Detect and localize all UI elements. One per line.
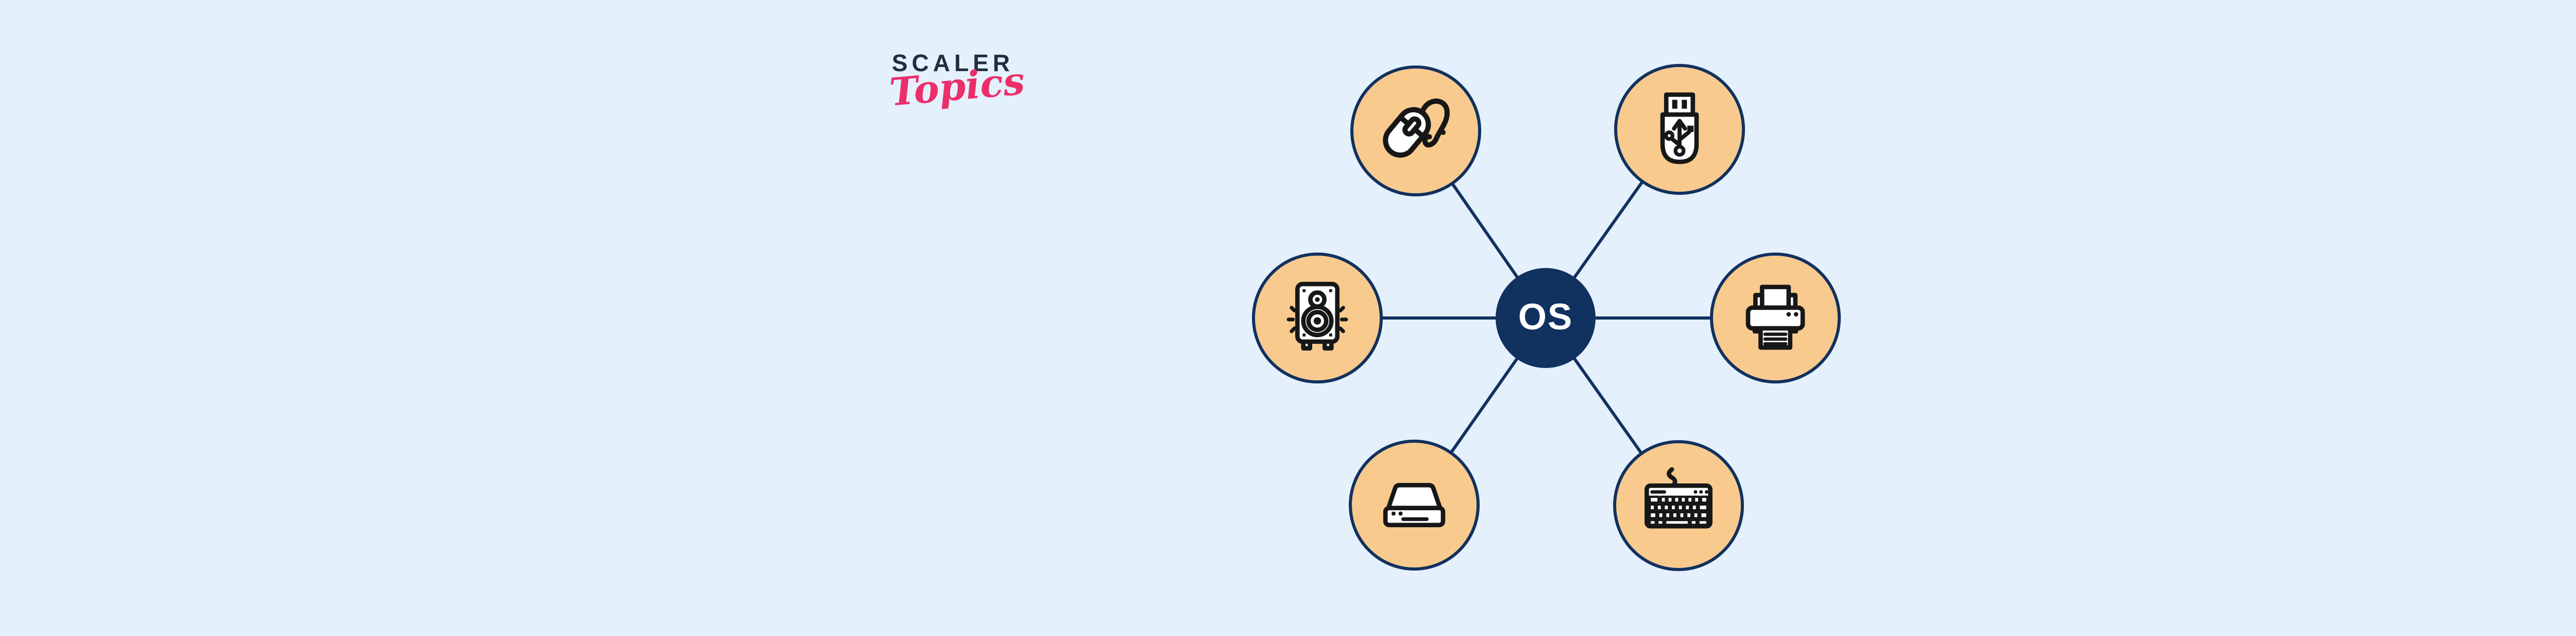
speaker-icon bbox=[1286, 281, 1348, 351]
usb-drive-icon bbox=[1660, 92, 1699, 164]
scaler-topics-logo: SCALER Topics bbox=[888, 49, 1026, 115]
os-label: OS bbox=[1518, 296, 1573, 338]
logo-primary-text: SCALER bbox=[892, 49, 1014, 76]
node-usb-drive bbox=[1614, 64, 1745, 195]
mouse-icon bbox=[1383, 98, 1450, 158]
node-keyboard bbox=[1613, 440, 1744, 571]
keyboard-icon bbox=[1645, 467, 1713, 529]
node-mouse bbox=[1350, 65, 1481, 196]
printer-icon bbox=[1745, 284, 1805, 350]
os-center-node: OS bbox=[1496, 268, 1596, 368]
node-speaker bbox=[1252, 253, 1383, 383]
node-hard-drive bbox=[1349, 440, 1480, 571]
node-printer bbox=[1710, 253, 1841, 383]
hard-drive-icon bbox=[1383, 483, 1446, 527]
